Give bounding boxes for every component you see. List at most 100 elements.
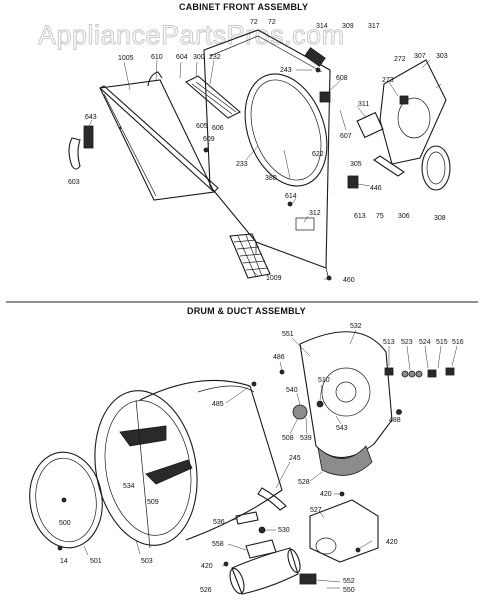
- part-label: 1005: [118, 55, 134, 62]
- part-label: 604: [176, 54, 188, 61]
- part-label: 303: [436, 53, 448, 60]
- drum-duct-assembly: [29, 331, 455, 595]
- part-label: 513: [383, 339, 395, 346]
- drum: [94, 379, 283, 549]
- hinge-613: [347, 175, 359, 189]
- part-label: 314: [316, 23, 328, 30]
- part-label: 550: [343, 587, 355, 594]
- part-label: 539: [300, 435, 312, 442]
- door-seal-ring: [421, 145, 451, 191]
- hinge-wire: [147, 71, 163, 87]
- screw-420-a: [339, 491, 345, 497]
- bracket-306: [373, 155, 405, 177]
- part-label: 245: [289, 455, 301, 462]
- drum-duct-title: DRUM & DUCT ASSEMBLY: [187, 306, 306, 316]
- control-grille: [185, 75, 241, 119]
- part-label: 460: [343, 277, 355, 284]
- part-label: 606: [212, 125, 224, 132]
- part-label: 243: [280, 67, 292, 74]
- part-label: 72: [250, 19, 258, 26]
- part-label: 485: [212, 401, 224, 408]
- part-label: 607: [340, 133, 352, 140]
- part-label: 501: [90, 558, 102, 565]
- part-label: 614: [285, 193, 297, 200]
- part-label: 610: [151, 54, 163, 61]
- drum-roller: [292, 404, 308, 420]
- part-label: 486: [273, 354, 285, 361]
- part-label: 603: [68, 179, 80, 186]
- screw-485: [251, 381, 257, 387]
- block-305: [356, 111, 384, 139]
- part-label: 551: [282, 331, 294, 338]
- cabinet-front-title: CABINET FRONT ASSEMBLY: [179, 2, 308, 12]
- part-label: 523: [401, 339, 413, 346]
- part-label: 536: [213, 519, 225, 526]
- part-label: 500: [59, 520, 71, 527]
- part-label: 528: [298, 479, 310, 486]
- part-label: 508: [282, 435, 294, 442]
- part-label: 309: [342, 23, 354, 30]
- part-label: 526: [200, 587, 212, 594]
- part-label: 272: [394, 56, 406, 63]
- part-label: 515: [436, 339, 448, 346]
- rear-bulkhead: [299, 331, 393, 459]
- harness-connector: [299, 573, 317, 585]
- part-label: 510: [318, 377, 330, 384]
- part-label: 532: [350, 323, 362, 330]
- roller-shaft: [316, 400, 324, 408]
- part-label: 605: [196, 123, 208, 130]
- door-switch: [319, 91, 331, 103]
- screw-614: [287, 201, 293, 207]
- part-label: 608: [336, 75, 348, 82]
- idler-pulley: [258, 526, 266, 534]
- screw-420-b: [223, 561, 229, 567]
- screw-14: [57, 545, 63, 551]
- part-label: 1009: [266, 275, 282, 282]
- part-number-labels: 1005 610 604 300 232 72 72 314 309 317 2…: [59, 19, 464, 594]
- part-label: 311: [358, 101, 369, 108]
- part-label: 543: [336, 425, 348, 432]
- part-label: 540: [286, 387, 298, 394]
- part-label: 306: [398, 213, 410, 220]
- part-label: 558: [212, 541, 224, 548]
- cabinet-front-panel: [203, 29, 331, 277]
- part-label: 534: [123, 483, 135, 490]
- door-panel: [99, 79, 219, 201]
- idler-bracket: [245, 539, 277, 559]
- part-label: 530: [278, 527, 290, 534]
- thermostats: [384, 367, 455, 378]
- part-label: 420: [386, 539, 398, 546]
- part-label: 305: [350, 161, 362, 168]
- part-label: 488: [389, 417, 401, 424]
- part-label: 75: [376, 213, 384, 220]
- part-label: 300: [193, 54, 205, 61]
- watermark-text: AppliancePartsPros.com: [38, 20, 345, 50]
- part-label: 609: [203, 136, 215, 143]
- drum-leader-lines: [83, 329, 458, 589]
- part-label: 552: [343, 578, 355, 585]
- part-label: 380: [265, 175, 277, 182]
- screw-609: [203, 147, 209, 153]
- part-label: 72: [268, 19, 276, 26]
- part-label: 643: [85, 114, 97, 121]
- vent-grille: [229, 233, 271, 279]
- drive-belt: [257, 487, 287, 511]
- trap-duct: [317, 445, 373, 476]
- part-label: 14: [60, 558, 68, 565]
- drive-motor: [229, 547, 301, 595]
- part-label: 527: [310, 507, 322, 514]
- door-strike: [83, 125, 94, 149]
- part-label: 503: [141, 558, 153, 565]
- spring-536: [235, 511, 259, 525]
- screw-460: [326, 275, 332, 281]
- door-latch: [304, 47, 326, 67]
- part-label: 509: [147, 499, 159, 506]
- part-label: 613: [354, 213, 366, 220]
- part-label: 233: [236, 161, 248, 168]
- part-label: 446: [370, 185, 382, 192]
- screw-486: [279, 369, 285, 375]
- screw-243: [315, 67, 321, 73]
- cabinet-leader-lines: [87, 59, 442, 280]
- part-label: 312: [309, 210, 321, 217]
